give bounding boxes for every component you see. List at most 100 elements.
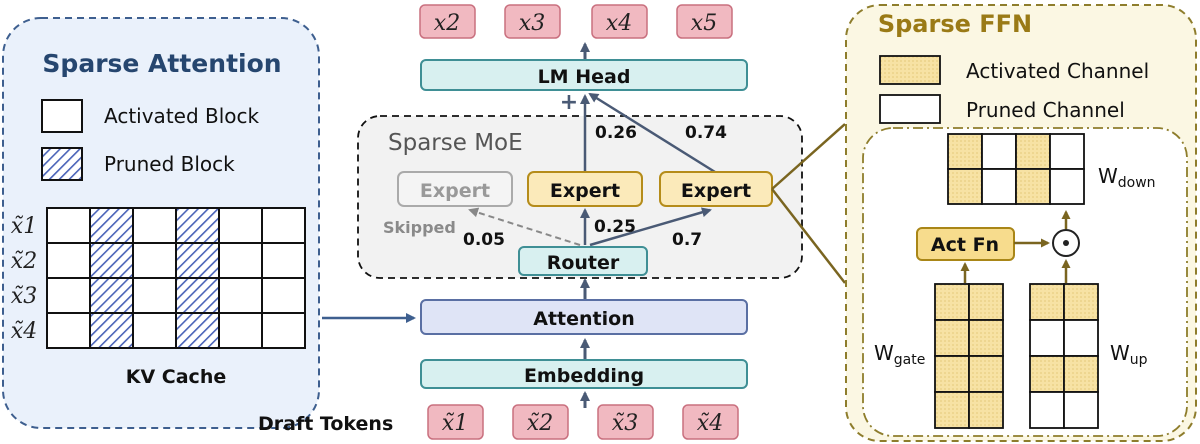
legend-activated-block-swatch (41, 99, 83, 133)
sparse-ffn-title: Sparse FFN (878, 10, 1032, 38)
act-fn-label: Act Fn (931, 234, 999, 256)
router-block (518, 246, 648, 276)
w-down-matrix (947, 133, 1085, 205)
legend-pruned-block-label: Pruned Block (104, 152, 235, 176)
kv-cell-activated (46, 312, 91, 349)
expert-to-ffn-connector-top (771, 123, 846, 190)
router-weight-skipped: 0.05 (463, 230, 505, 250)
svg-text:x̃3: x̃3 (612, 411, 638, 436)
kv-cell-activated (46, 242, 91, 279)
kv-cell-pruned (89, 207, 134, 244)
legend-activated-channel-swatch (879, 55, 941, 85)
expert2-to-head-arrow (588, 92, 716, 174)
kv-cell-pruned (175, 277, 220, 314)
kv-row-label: x̃4 (11, 319, 37, 344)
matrix-cell-activated (1029, 283, 1065, 321)
router-weight-expert-2: 0.7 (672, 230, 702, 250)
w-gate-label: Wgate (874, 341, 925, 368)
matrix-cell-pruned (1063, 319, 1099, 357)
matrix-cell-activated (1063, 283, 1099, 321)
output-token: x4 (591, 4, 648, 39)
kv-cache-grid (46, 207, 306, 349)
output-token: x5 (676, 4, 733, 39)
matrix-cell-pruned (1049, 133, 1085, 170)
draft-token: x̃2 (512, 404, 569, 440)
embedding-block (420, 359, 748, 389)
elementwise-product-dot (1063, 240, 1069, 246)
svg-text:x̃2: x̃2 (527, 411, 553, 436)
matrix-cell-pruned (1063, 391, 1099, 429)
matrix-cell-pruned (981, 168, 1017, 205)
w-up-matrix (1029, 283, 1099, 429)
kv-cell-activated (218, 242, 263, 279)
draft-token: x̃1 (427, 404, 484, 440)
matrix-cell-activated (934, 355, 970, 393)
kv-row-label: x̃2 (11, 249, 37, 274)
matrix-cell-pruned (1029, 319, 1065, 357)
sparse-attention-title: Sparse Attention (42, 49, 281, 78)
kv-cell-pruned (89, 242, 134, 279)
sparse-attention-panel: Sparse Attention Activated Block Pruned … (2, 17, 320, 429)
matrix-cell-pruned (981, 133, 1017, 170)
kv-cell-activated (132, 242, 177, 279)
embedding-label: Embedding (524, 365, 644, 387)
kv-cell-pruned (89, 312, 134, 349)
draft-token: x̃4 (682, 404, 739, 440)
svg-text:x5: x5 (691, 11, 717, 36)
kv-cell-activated (218, 207, 263, 244)
output-token: x2 (419, 4, 476, 39)
kv-cell-pruned (175, 242, 220, 279)
kv-cell-activated (46, 207, 91, 244)
lm-head-label: LM Head (538, 66, 631, 88)
legend-activated-channel-label: Activated Channel (966, 59, 1149, 83)
output-tokens: x2 x3 x4 x5 (419, 4, 733, 39)
draft-token: x̃3 (597, 404, 654, 440)
legend-activated-block-label: Activated Block (104, 104, 260, 128)
kv-cell-activated (132, 312, 177, 349)
kv-cell-activated (261, 312, 306, 349)
kv-cell-pruned (175, 312, 220, 349)
kv-row-label: x̃1 (11, 214, 37, 239)
matrix-cell-activated (947, 133, 983, 170)
kv-cell-activated (218, 312, 263, 349)
legend-pruned-channel-swatch (879, 94, 941, 124)
svg-text:x̃1: x̃1 (442, 411, 468, 436)
matrix-cell-activated (947, 168, 983, 205)
svg-text:x3: x3 (519, 11, 545, 36)
matrix-cell-activated (934, 283, 970, 321)
skipped-label: Skipped (383, 218, 456, 237)
kv-row-label: x̃3 (11, 284, 37, 309)
svg-text:x4: x4 (606, 11, 632, 36)
matrix-cell-pruned (1049, 168, 1085, 205)
w-gate-matrix (934, 283, 1004, 429)
plus-sign: + (560, 90, 578, 115)
matrix-cell-activated (1015, 133, 1051, 170)
w-up-label: Wup (1110, 341, 1148, 368)
svg-text:x̃4: x̃4 (697, 411, 723, 436)
draft-tokens: x̃1 x̃2 x̃3 x̃4 (427, 404, 739, 440)
head-weight-expert-2: 0.74 (685, 123, 727, 143)
matrix-cell-activated (934, 391, 970, 429)
legend-pruned-channel-label: Pruned Channel (966, 98, 1125, 122)
kv-cell-pruned (175, 207, 220, 244)
head-weight-expert-1: 0.26 (595, 123, 637, 143)
expert-skipped-block (397, 171, 513, 207)
matrix-cell-activated (968, 391, 1004, 429)
matrix-cell-activated (1015, 168, 1051, 205)
expert-label-2: Expert (681, 180, 751, 202)
matrix-cell-activated (934, 319, 970, 357)
kv-cell-activated (261, 242, 306, 279)
sparse-ffn-panel: Sparse FFN Activated Channel Pruned Chan… (845, 4, 1197, 442)
kv-cell-activated (132, 207, 177, 244)
router-weight-expert-1: 0.25 (594, 217, 636, 237)
matrix-cell-activated (968, 355, 1004, 393)
attention-block (420, 299, 748, 335)
matrix-cell-activated (1063, 355, 1099, 393)
legend-pruned-block-swatch (41, 147, 83, 181)
kv-cell-activated (261, 277, 306, 314)
w-down-label: Wdown (1098, 164, 1156, 191)
matrix-cell-activated (1029, 355, 1065, 393)
expert-label-1: Expert (550, 180, 620, 202)
router-to-expert2-arrow (589, 207, 712, 247)
